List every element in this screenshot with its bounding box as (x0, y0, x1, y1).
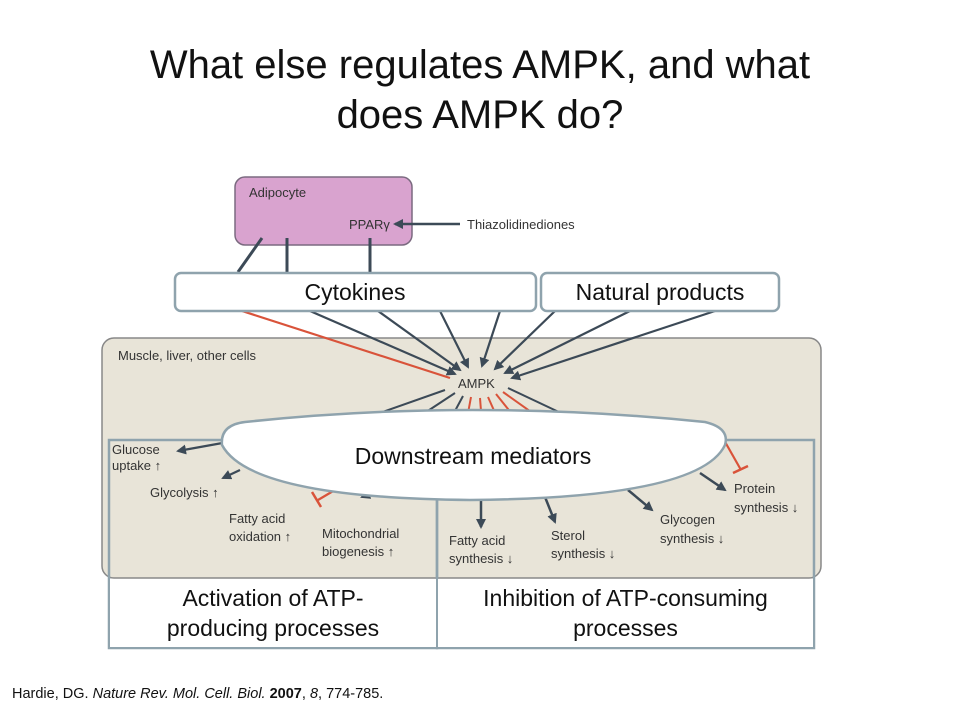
fatty-acid-oxidation-line-1: Fatty acid (229, 511, 285, 526)
output-glycolysis: Glycolysis ↑ (150, 485, 219, 500)
activation-box-bottom (110, 579, 436, 647)
citation-volume: 8 (309, 686, 319, 702)
output-glycogen-synthesis: Glycogen synthesis ↓ (660, 512, 724, 546)
citation-authors: Hardie, DG. (12, 686, 89, 702)
arrow-glycolysis (221, 469, 241, 480)
arrow-glycogen-synthesis (627, 489, 654, 512)
natural-products-label: Natural products (576, 279, 745, 305)
input-arrow-2 (309, 309, 457, 376)
fatty-acid-synthesis-line-1: Fatty acid (449, 533, 505, 548)
fatty-acid-oxidation-line-2: oxidation ↑ (229, 529, 291, 544)
fatty-acid-synthesis-line-2: synthesis ↓ (449, 551, 513, 566)
citation-journal: Nature Rev. Mol. Cell. Biol. (92, 686, 266, 702)
cytokines-box (173, 271, 538, 313)
citation-pages: 774-785. (326, 686, 384, 702)
adipocyte-box (234, 176, 413, 246)
page-title: What else regulates AMPK, and what does … (0, 40, 960, 140)
cell-label: Muscle, liver, other cells (118, 348, 256, 363)
input-arrow-7 (503, 310, 631, 374)
title-line-1: What else regulates AMPK, and what (149, 43, 811, 87)
citation-year: 2007 (269, 686, 302, 702)
inhibition-label-line-1: Inhibition of ATP-consuming (483, 585, 768, 611)
title-line-2: does AMPK do? (336, 93, 624, 137)
inhibition-label-line-2: processes (573, 615, 678, 641)
output-glucose-uptake: Glucose uptake ↑ (112, 442, 161, 473)
adipocyte-line-1 (236, 237, 264, 273)
sterol-synthesis-line-1: Sterol (551, 528, 585, 543)
arrow-protein-synthesis-inhib (723, 439, 742, 471)
ppar-label: PPARγ (349, 217, 390, 232)
input-arrow-5 (479, 310, 502, 368)
input-arrow-3 (377, 310, 462, 372)
ampk-label: AMPK (458, 376, 495, 391)
downstream-mediators-label: Downstream mediators (355, 443, 591, 469)
activation-label: Activation of ATP- producing processes (110, 583, 436, 643)
natural-products-box (539, 271, 781, 313)
citation: Hardie, DG. Nature Rev. Mol. Cell. Biol.… (12, 686, 384, 702)
arrow-protein-synthesis-inhib-bar (732, 464, 749, 475)
inhibition-box-bottom (438, 579, 813, 647)
cytokines-label: Cytokines (305, 279, 406, 305)
sterol-synthesis-line-2: synthesis ↓ (551, 546, 615, 561)
input-arrow-4 (439, 310, 469, 369)
output-sterol-synthesis: Sterol synthesis ↓ (551, 528, 615, 561)
adipocyte-label: Adipocyte (249, 185, 306, 200)
protein-synthesis-line-2: synthesis ↓ (734, 500, 798, 515)
glycogen-synthesis-line-2: synthesis ↓ (660, 531, 724, 546)
output-protein-synthesis: Protein synthesis ↓ (734, 481, 798, 515)
input-arrow-8 (510, 309, 716, 381)
glucose-uptake-line-1: Glucose (112, 442, 160, 457)
input-arrow-1 (241, 309, 451, 380)
input-arrow-6 (493, 310, 556, 371)
activation-label-line-2: producing processes (166, 615, 380, 641)
mito-biogenesis-line-2: biogenesis ↑ (322, 544, 394, 559)
arrow-fatty-acid-oxidation-bar (310, 491, 323, 508)
activation-label-line-1: Activation of ATP- (182, 585, 364, 611)
mito-biogenesis-line-1: Mitochondrial (322, 526, 399, 541)
arrow-glucose-uptake (176, 440, 229, 455)
inhibition-label: Inhibition of ATP-consuming processes (438, 583, 813, 643)
output-fatty-acid-synthesis: Fatty acid synthesis ↓ (449, 533, 513, 566)
glycogen-synthesis-line-1: Glycogen (660, 512, 715, 527)
arrow-protein-synthesis (699, 471, 727, 492)
glucose-uptake-line-2: uptake ↑ (112, 458, 161, 473)
downstream-mediators-shape (220, 408, 728, 502)
thiazolidinediones-label: Thiazolidinediones (467, 217, 575, 232)
arrow-sterol-synthesis (543, 496, 557, 524)
output-fatty-acid-oxidation: Fatty acid oxidation ↑ (229, 511, 291, 544)
output-mito-biogenesis: Mitochondrial biogenesis ↑ (322, 526, 399, 559)
protein-synthesis-line-1: Protein (734, 481, 775, 496)
